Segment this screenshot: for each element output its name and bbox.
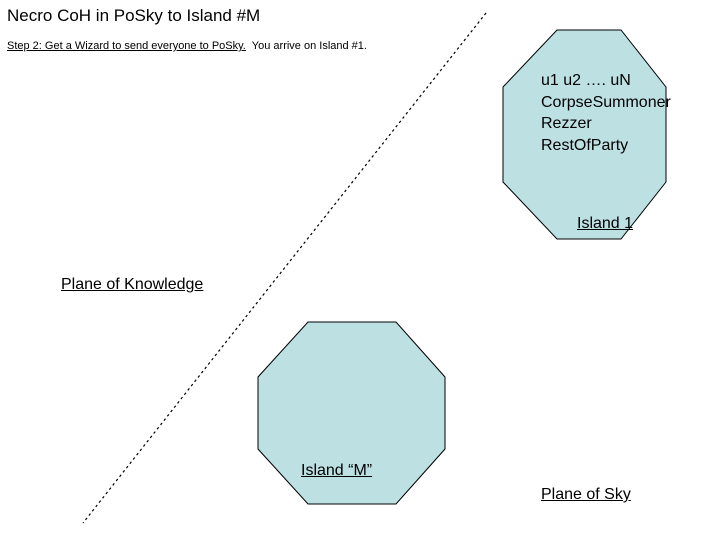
- island-m-label: Island “M”: [301, 462, 373, 479]
- page-title: Necro CoH in PoSky to Island #M: [7, 6, 261, 25]
- island-1-occupants: u1 u2 …. uN CorpseSummoner Rezzer RestOf…: [541, 70, 671, 156]
- plane-of-knowledge-label: Plane of Knowledge: [61, 276, 204, 293]
- plane-of-sky-label: Plane of Sky: [541, 486, 631, 503]
- occupant-line: u1 u2 …. uN: [541, 72, 631, 89]
- occupant-line: CorpseSummoner: [541, 93, 671, 111]
- occupant-line: Rezzer: [541, 115, 592, 132]
- occupant-line: RestOfParty: [541, 136, 629, 154]
- island-1-label: Island 1: [577, 215, 634, 232]
- island-1-octagon: [502, 29, 667, 240]
- step-instruction-rest: You arrive on Island #1.: [245, 40, 367, 52]
- plane-divider-line: [82, 12, 487, 524]
- island-m-octagon: [257, 321, 446, 505]
- step-instruction-underlined: Step 2: Get a Wizard to send everyone to…: [7, 40, 246, 52]
- step-instruction: Step 2: Get a Wizard to send everyone to…: [7, 40, 367, 52]
